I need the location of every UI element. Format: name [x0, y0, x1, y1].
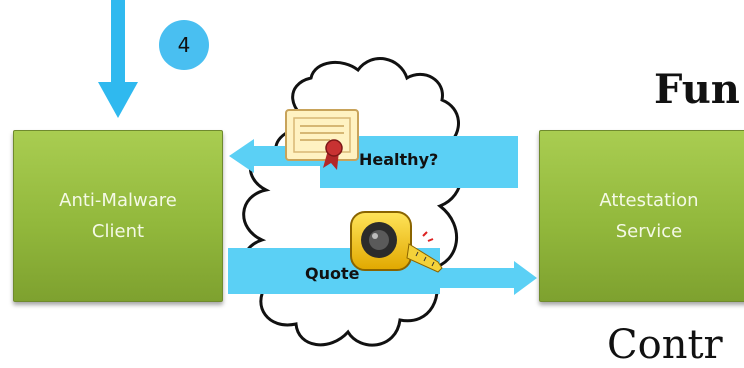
slide-body-fragment: Contr	[607, 322, 723, 368]
service-label-line1: Attestation	[599, 190, 699, 211]
down-arrow	[98, 0, 138, 118]
slide-heading-fragment: Fun	[654, 66, 740, 113]
anti-malware-client-box: Anti-Malware Client	[13, 130, 223, 302]
quote-label: Quote	[305, 264, 360, 283]
connector-layer	[98, 0, 537, 347]
service-label-line2: Service	[615, 221, 683, 242]
tape-measure-icon	[350, 211, 443, 273]
certificate-icon	[285, 109, 359, 170]
step-badge: 4	[159, 20, 209, 70]
client-label-line1: Anti-Malware	[59, 190, 177, 211]
cloud-shape	[241, 57, 463, 347]
attestation-service-box: Attestation Service	[539, 130, 744, 302]
healthy-label: Healthy?	[359, 150, 439, 169]
attestation-diagram: Anti-Malware Client Attestation Service …	[13, 0, 744, 368]
client-label-line2: Client	[91, 221, 145, 242]
